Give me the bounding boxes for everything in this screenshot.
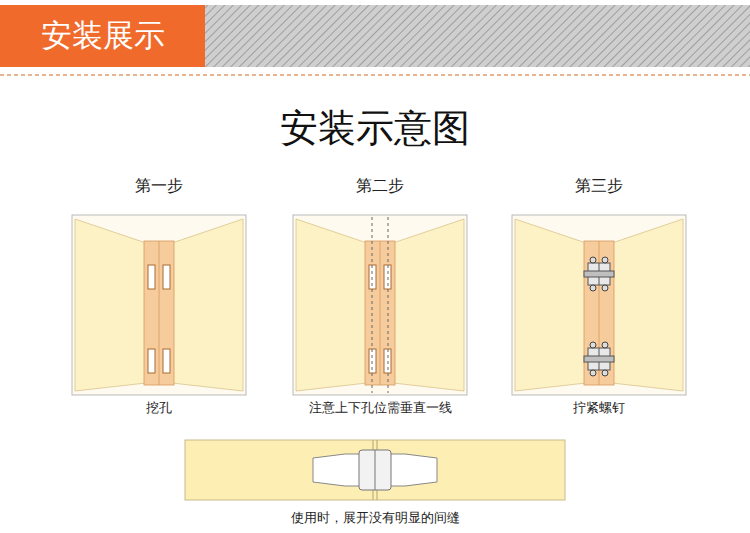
step-label: 第二步 bbox=[273, 176, 487, 197]
step-panel: 第二步注意上下孔位需垂直一线 bbox=[273, 176, 487, 422]
diagram-title: 安装示意图 bbox=[0, 103, 750, 154]
section-header: 安装展示 bbox=[0, 5, 205, 67]
step-label: 第三步 bbox=[512, 176, 686, 197]
step-panel: 第三步拧紧螺钉 bbox=[512, 176, 686, 422]
step-panel: 第一步挖孔 bbox=[72, 176, 246, 422]
usage-illustration: 使用时，展开没有明显的间缝 bbox=[150, 436, 600, 531]
step-caption: 注意上下孔位需垂直一线 bbox=[273, 400, 487, 417]
header-text: 安装展示 bbox=[0, 15, 205, 57]
step-label: 第一步 bbox=[72, 176, 246, 197]
step-caption: 拧紧螺钉 bbox=[512, 400, 686, 417]
step-caption: 挖孔 bbox=[72, 400, 246, 417]
caption-text: 使用时，展开没有明显的间缝 bbox=[150, 510, 600, 527]
